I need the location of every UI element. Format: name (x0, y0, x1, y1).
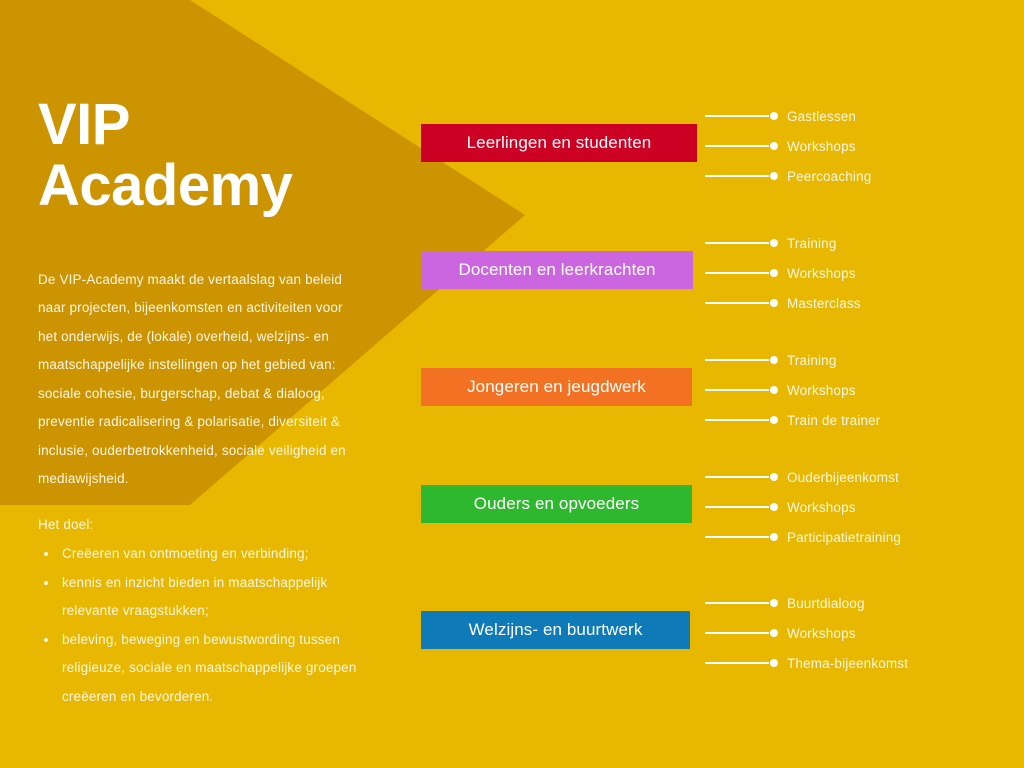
list-item: Creëeren van ontmoeting en verbinding; (38, 540, 368, 569)
intro-paragraph: De VIP-Academy maakt de vertaalslag van … (38, 271, 346, 487)
connector-dot-icon (770, 386, 778, 394)
category-leaf-list: Gastlessen Workshops Peercoaching (705, 101, 1024, 191)
connector-line (705, 416, 778, 424)
leaf-label: Workshops (787, 138, 856, 154)
list-item-label: Creëeren van ontmoeting en verbinding; (62, 546, 309, 561)
connector-dot-icon (770, 533, 778, 541)
connector-dot-icon (770, 356, 778, 364)
title-line-2: Academy (38, 152, 293, 218)
connector-line (705, 269, 778, 277)
connector-line (705, 172, 778, 180)
leaf-label: Participatietraining (787, 529, 902, 545)
leaf-row: Training (705, 228, 1024, 258)
category-leaf-list: Training Workshops Train de trainer (705, 345, 1024, 435)
connector-dot-icon (770, 599, 778, 607)
leaf-label: Workshops (787, 625, 856, 641)
connector-dot-icon (770, 473, 778, 481)
leaf-label: Peercoaching (787, 168, 872, 184)
leaf-row: Workshops (705, 618, 1024, 648)
leaf-label: Train de trainer (787, 412, 881, 428)
connector-line (705, 599, 778, 607)
bullet-icon (44, 552, 48, 556)
connector-line (705, 142, 778, 150)
category-leaf-list: Training Workshops Masterclass (705, 228, 1024, 318)
dark-gold-chevron (0, 0, 525, 505)
leaf-row: Training (705, 345, 1024, 375)
leaf-row: Workshops (705, 258, 1024, 288)
category-bar-label: Ouders en opvoeders (473, 494, 640, 513)
connector-line (705, 629, 778, 637)
connector-line (705, 239, 778, 247)
leaf-label: Training (787, 352, 837, 368)
category-bar-label: Jongeren en jeugdwerk (467, 377, 646, 396)
leaf-label: Thema-bijeenkomst (787, 655, 909, 671)
connector-dot-icon (770, 299, 778, 307)
connector-line (705, 386, 778, 394)
connector-dot-icon (770, 142, 778, 150)
connector-dot-icon (770, 269, 778, 277)
category-bar-label: Docenten en leerkrachten (458, 260, 656, 279)
list-item-label: kennis en inzicht bieden in maatschappel… (62, 574, 328, 619)
connector-dot-icon (770, 629, 778, 637)
connector-line (705, 356, 778, 364)
connector-dot-icon (770, 503, 778, 511)
bullet-icon (44, 637, 48, 642)
connector-dot-icon (770, 239, 778, 247)
category-bar[interactable]: Docenten en leerkrachten (421, 251, 693, 289)
leaf-row: Workshops (705, 492, 1024, 522)
connector-dot-icon (770, 659, 778, 667)
leaf-label: Workshops (787, 382, 856, 398)
connector-line (705, 503, 778, 511)
left-column: VIP Academy De VIP-Academy maakt de vert… (0, 0, 400, 768)
leaf-row: Ouderbijeenkomst (705, 462, 1024, 492)
category-bar-label: Welzijns- en buurtwerk (468, 620, 643, 639)
leaf-row: Masterclass (705, 288, 1024, 318)
leaf-row: Workshops (705, 131, 1024, 161)
leaf-row: Train de trainer (705, 405, 1024, 435)
leaf-row: Gastlessen (705, 101, 1024, 131)
page-title: VIP Academy (38, 92, 378, 218)
connector-line (705, 473, 778, 481)
leaf-label: Training (787, 235, 837, 251)
list-item-label: beleving, beweging en bewustwording tuss… (62, 631, 357, 704)
leaf-row: Peercoaching (705, 161, 1024, 191)
leaf-label: Gastlessen (787, 108, 857, 124)
category-leaf-list: Buurtdialoog Workshops Thema-bijeenkomst (705, 588, 1024, 678)
goal-list: Creëeren van ontmoeting en verbinding; k… (38, 540, 368, 711)
list-item: beleving, beweging en bewustwording tuss… (38, 626, 368, 712)
leaf-row: Buurtdialoog (705, 588, 1024, 618)
list-item: kennis en inzicht bieden in maatschappel… (38, 569, 368, 626)
bullet-icon (44, 580, 48, 585)
leaf-row: Workshops (705, 375, 1024, 405)
title-line-1: VIP (38, 92, 131, 157)
category-leaf-list: Ouderbijeenkomst Workshops Participatiet… (705, 462, 1024, 552)
leaf-label: Workshops (787, 265, 856, 281)
connector-line (705, 533, 778, 541)
leaf-label: Buurtdialoog (787, 595, 865, 611)
category-bar[interactable]: Jongeren en jeugdwerk (421, 368, 692, 406)
goal-heading: Het doel: (38, 517, 94, 532)
category-bar[interactable]: Leerlingen en studenten (421, 124, 697, 162)
connector-dot-icon (770, 416, 778, 424)
category-bar[interactable]: Ouders en opvoeders (421, 485, 692, 523)
connector-line (705, 659, 778, 667)
leaf-label: Workshops (787, 499, 856, 515)
category-bar-label: Leerlingen en studenten (466, 133, 652, 152)
leaf-label: Ouderbijeenkomst (787, 469, 899, 485)
leaf-row: Participatietraining (705, 522, 1024, 552)
leaf-label: Masterclass (787, 295, 861, 311)
connector-line (705, 112, 778, 120)
connector-dot-icon (770, 112, 778, 120)
leaf-row: Thema-bijeenkomst (705, 648, 1024, 678)
connector-dot-icon (770, 172, 778, 180)
category-bar[interactable]: Welzijns- en buurtwerk (421, 611, 690, 649)
connector-line (705, 299, 778, 307)
